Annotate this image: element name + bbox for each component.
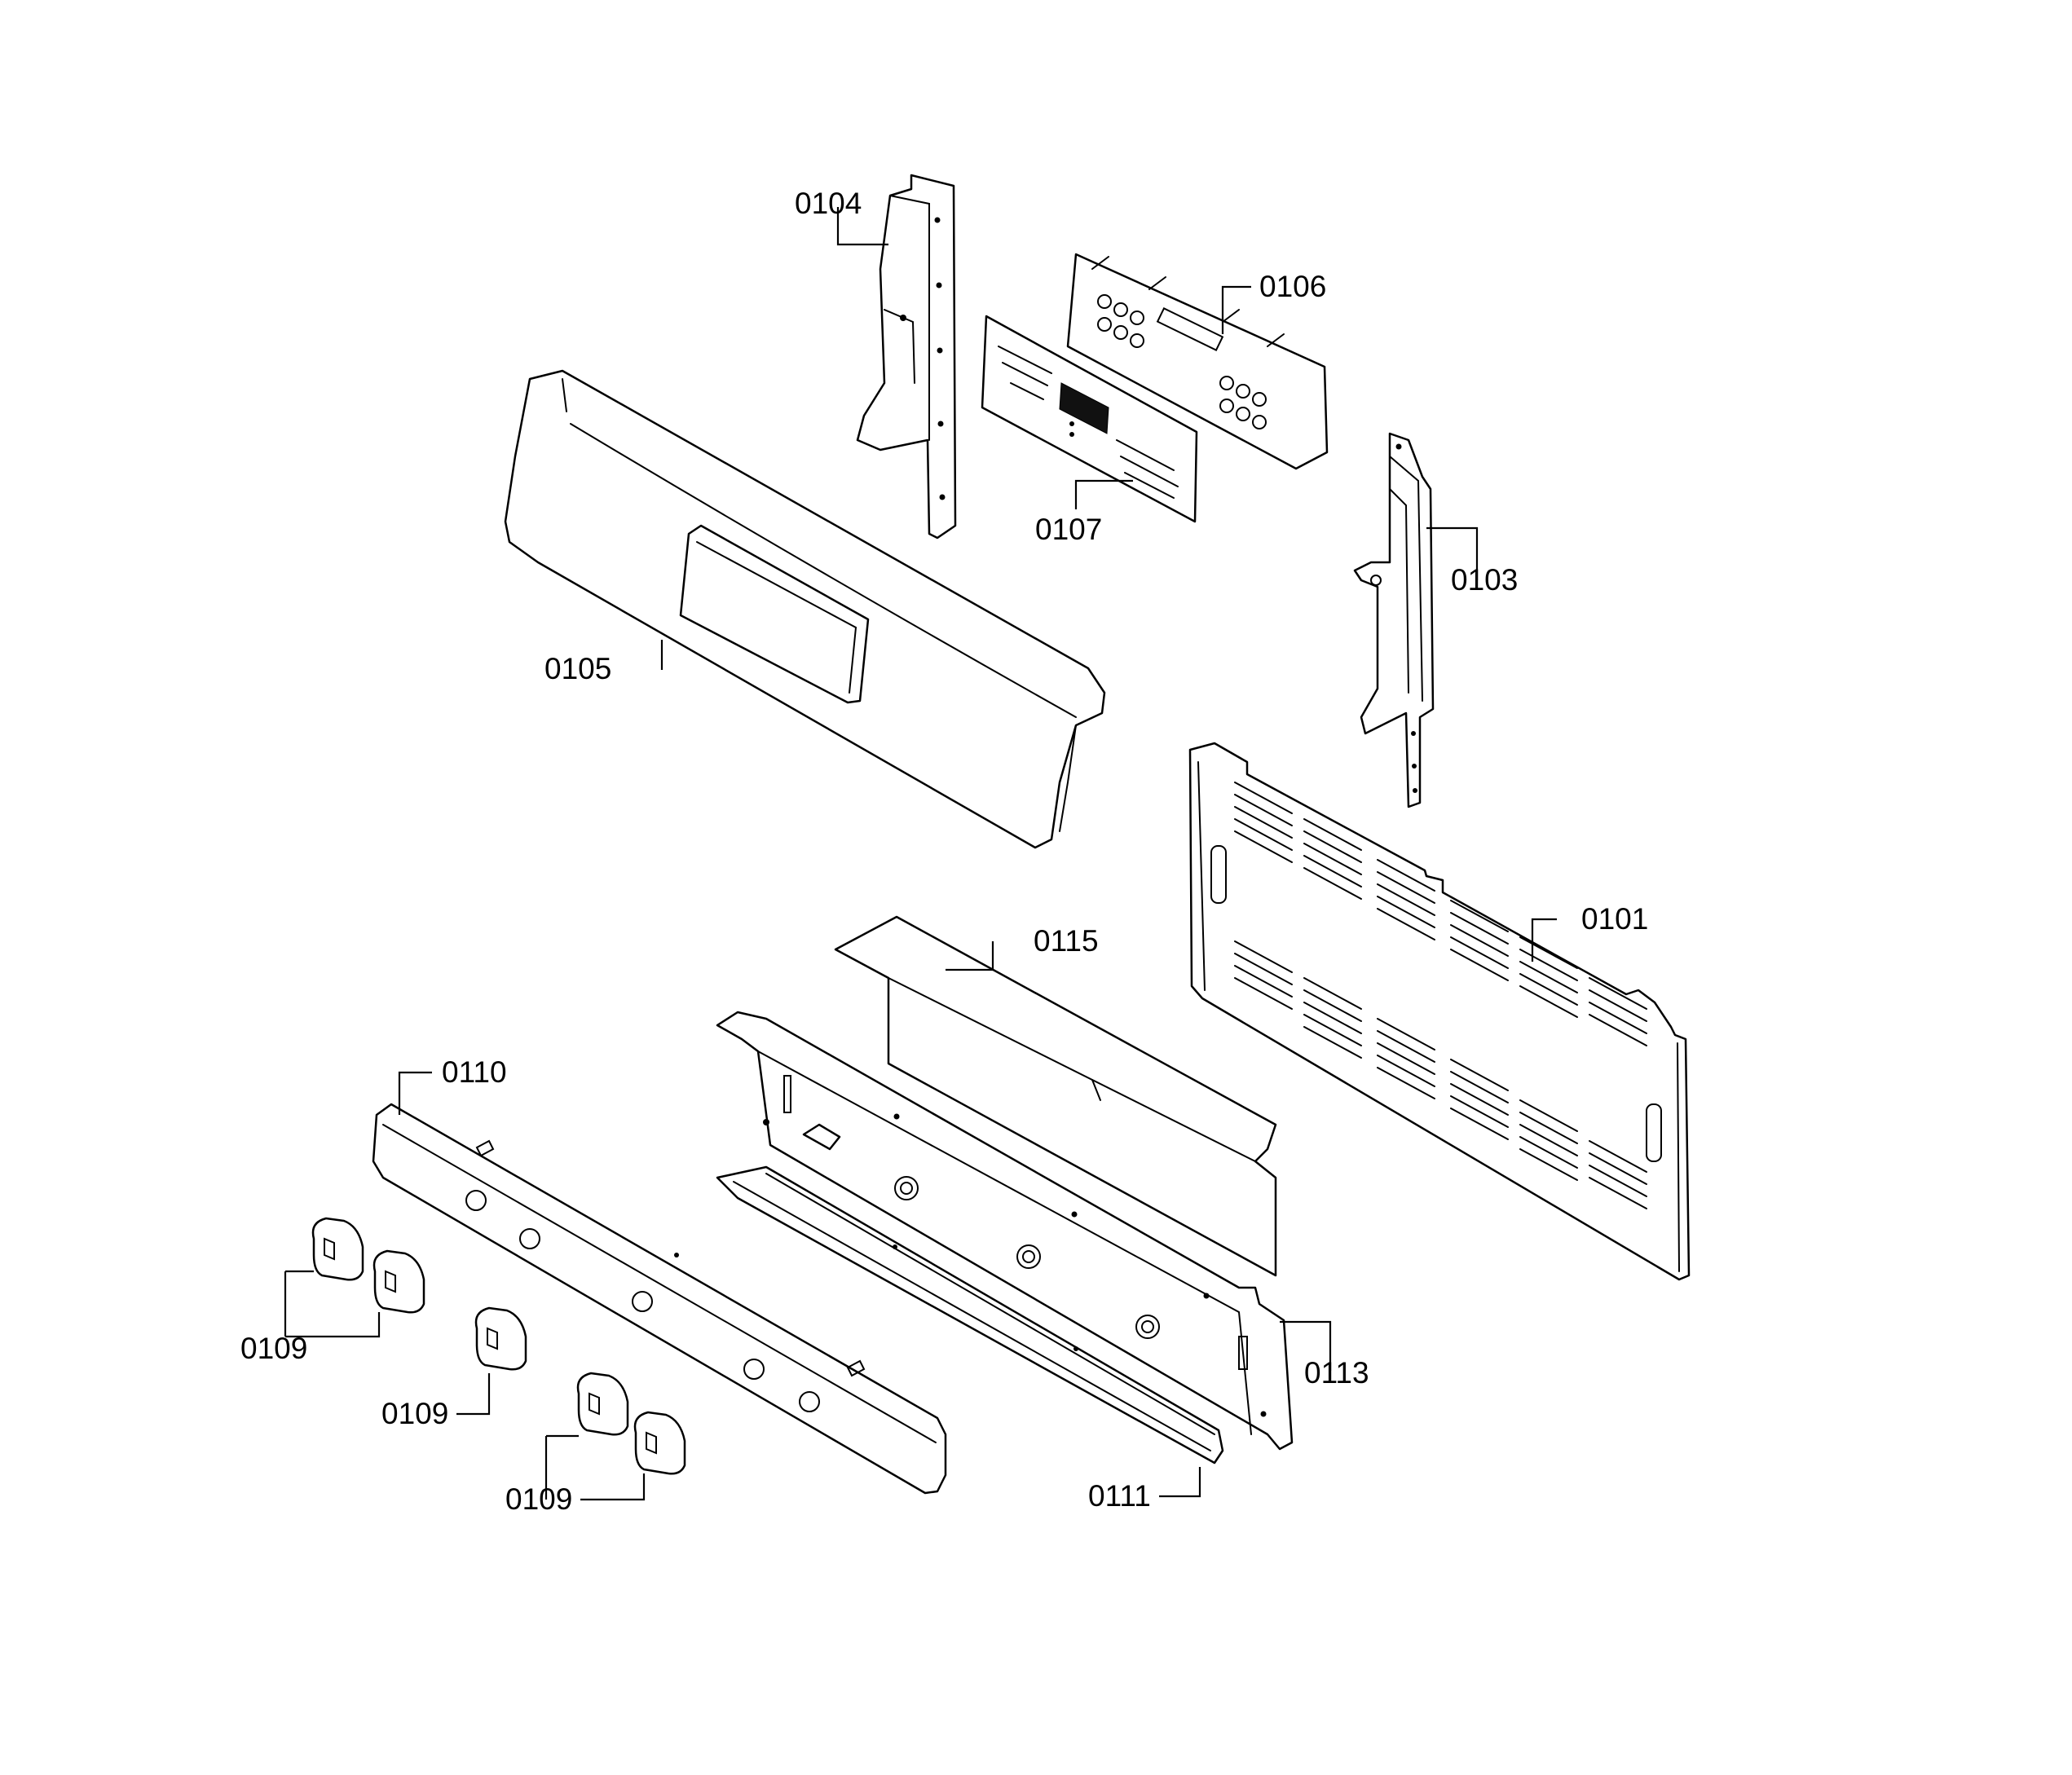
part-0110-knob-panel[interactable] — [372, 1103, 947, 1495]
part-0115-heat-shield[interactable] — [834, 915, 1277, 1277]
part-0104-left-bracket[interactable] — [856, 174, 957, 540]
callout-0109-c: 0109 — [505, 1482, 572, 1516]
part-0101-rear-panel[interactable] — [1188, 742, 1691, 1281]
board-buttons-right — [1219, 376, 1267, 429]
callout-0101: 0101 — [1581, 902, 1648, 936]
callout-0109-a: 0109 — [240, 1332, 307, 1365]
callout-0103: 0103 — [1451, 563, 1518, 597]
knob-0109-5[interactable] — [633, 1411, 686, 1475]
knob-0109-1[interactable] — [311, 1217, 364, 1281]
vent-slots-upper — [1234, 782, 1647, 1046]
knob-0109-4[interactable] — [576, 1372, 629, 1436]
part-0111-trim-strip[interactable] — [716, 1165, 1224, 1464]
part-0113-manifold-panel[interactable] — [716, 1011, 1294, 1451]
callout-0110: 0110 — [442, 1055, 507, 1089]
callout-0111: 0111 — [1088, 1479, 1151, 1513]
callout-labels: 0104 0106 0107 0103 0105 0101 0115 0110 … — [240, 187, 1648, 1516]
vent-slots-lower — [1234, 940, 1647, 1209]
callout-0109-b: 0109 — [381, 1397, 448, 1430]
board-buttons-left — [1097, 294, 1144, 348]
callout-0113: 0113 — [1304, 1356, 1369, 1390]
part-0106-control-board[interactable] — [1066, 253, 1329, 470]
callout-0106: 0106 — [1259, 270, 1326, 303]
knob-0109-2[interactable] — [373, 1249, 425, 1314]
callout-0105: 0105 — [544, 652, 611, 685]
callout-0107: 0107 — [1035, 513, 1102, 546]
part-0105-console[interactable] — [504, 369, 1106, 849]
leader-lines — [284, 207, 1557, 1501]
knob-0109-3[interactable] — [474, 1306, 527, 1371]
callout-0104: 0104 — [795, 187, 862, 220]
callout-0115: 0115 — [1034, 924, 1099, 958]
part-0103-right-bracket[interactable] — [1353, 432, 1435, 808]
part-0107-control-overlay[interactable] — [981, 315, 1198, 523]
